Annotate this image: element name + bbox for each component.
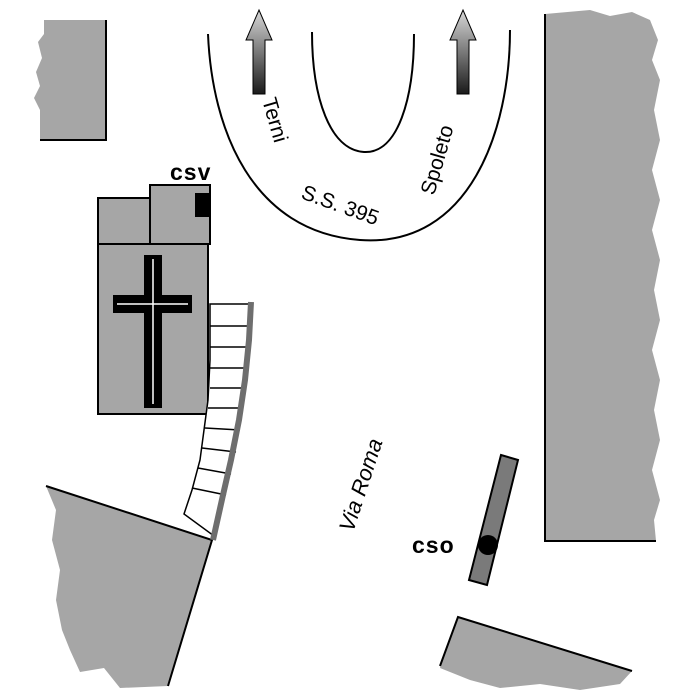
station-cso-label: cso: [412, 532, 455, 558]
building-bottom-right-outline: [439, 615, 633, 672]
cross-icon: [113, 255, 192, 408]
arrow-up-icon: [449, 8, 477, 95]
station-cso: [467, 453, 520, 587]
road-inner-edge: [311, 31, 415, 154]
station-csv-label: csv: [170, 159, 211, 185]
stairs-rail: [210, 301, 254, 541]
road-outer-edge: [207, 29, 511, 242]
building-bottom-left: [46, 486, 212, 688]
building-top-left: [34, 20, 106, 140]
arrow-up-icon: [245, 8, 273, 95]
building-right-outline: [544, 14, 656, 542]
station-cso-marker: [478, 535, 498, 555]
station-csv-marker: [195, 193, 209, 217]
building-bottom-left-outline: [45, 485, 214, 687]
staircase: [183, 301, 254, 541]
building-right: [545, 10, 660, 541]
building-top-left-outline: [40, 20, 107, 141]
church: [97, 184, 211, 415]
building-bottom-right: [440, 617, 632, 690]
